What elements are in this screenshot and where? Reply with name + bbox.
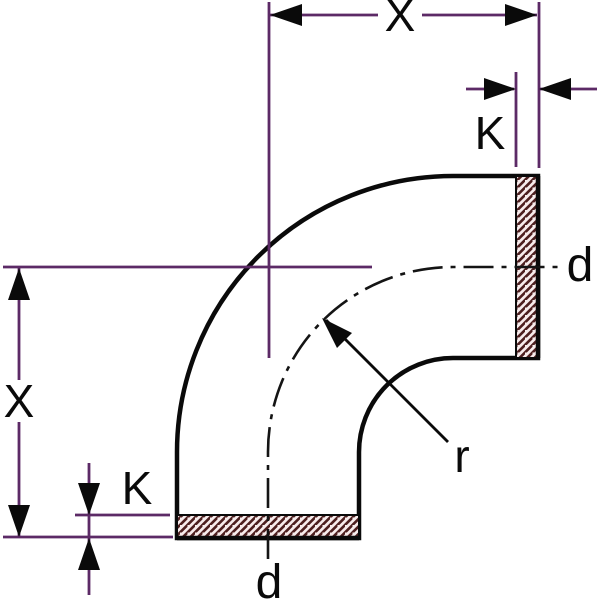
pipe-centerline	[266, 265, 559, 559]
label-x-left: X	[4, 375, 35, 427]
arrow-k-top-left-icon	[484, 78, 516, 100]
arrow-k-bottom-up-icon	[78, 538, 100, 570]
arrow-x-top-right-icon	[505, 4, 537, 26]
label-d-right: d	[567, 239, 594, 292]
label-k-bottom: K	[122, 462, 153, 514]
arrow-k-bottom-down-icon	[78, 483, 100, 515]
radius-leader-line	[325, 319, 449, 443]
arrow-x-left-up-icon	[8, 268, 30, 300]
label-d-bottom: d	[256, 556, 283, 600]
pipe-elbow-outline	[174, 173, 541, 541]
socket-sections	[176, 175, 539, 539]
label-k-top: K	[475, 107, 506, 159]
arrow-k-top-right-icon	[539, 78, 571, 100]
label-radius: r	[454, 430, 469, 482]
arrow-x-top-left-icon	[270, 4, 302, 26]
arrow-x-left-down-icon	[8, 505, 30, 537]
arrow-radius-icon	[322, 318, 352, 348]
arrowheads	[8, 4, 571, 570]
label-x-top: X	[385, 0, 416, 41]
